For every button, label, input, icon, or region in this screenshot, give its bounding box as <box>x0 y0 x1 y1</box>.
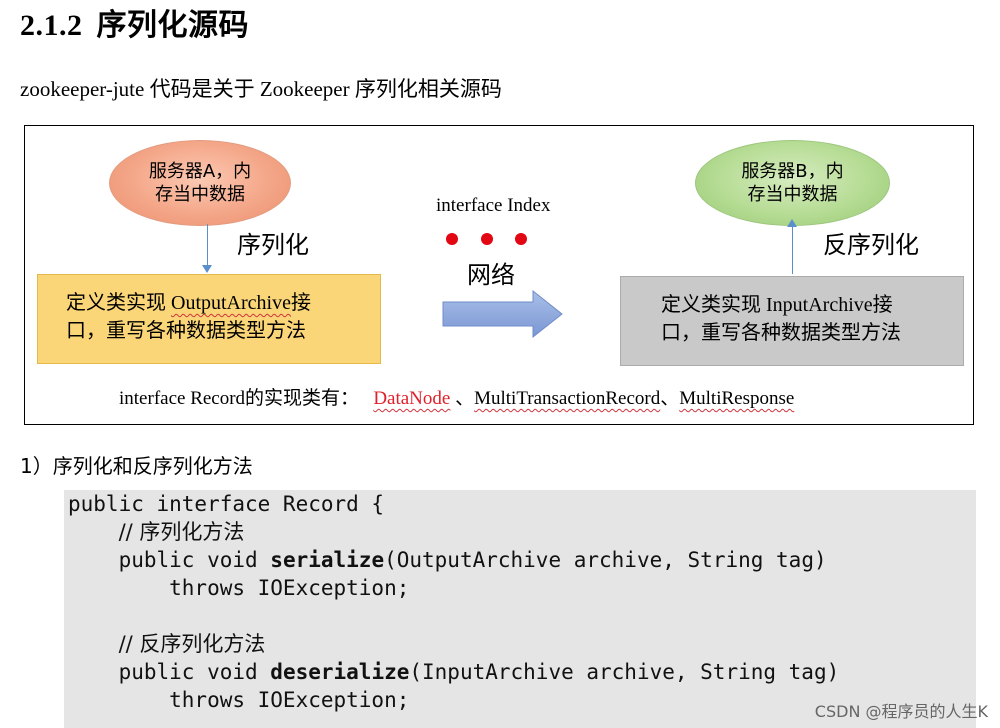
red-dot <box>481 233 493 245</box>
code-line <box>68 602 976 630</box>
datanode-class: DataNode <box>373 388 451 409</box>
network-arrow-icon <box>442 289 563 339</box>
section-number: 2.1.2 <box>20 9 83 42</box>
serialize-label: 序列化 <box>237 231 309 259</box>
serialization-diagram: 服务器A，内 存当中数据 序列化 定义类实现 OutputArchive接 口，… <box>24 125 974 425</box>
method-name: serialize <box>270 548 385 572</box>
record-prefix: interface Record的实现类有： <box>119 388 360 409</box>
interface-index-label: interface Index <box>436 195 551 216</box>
deserialize-label: 反序列化 <box>823 231 919 259</box>
output-archive-box: 定义类实现 OutputArchive接 口，重写各种数据类型方法 <box>37 274 381 364</box>
server-a-line1: 服务器A，内 <box>148 161 252 182</box>
method-name: deserialize <box>270 660 410 684</box>
box-a-suffix: 接 <box>290 292 311 314</box>
box-b-suffix: 接 <box>872 294 893 316</box>
methods-section-label: 1）序列化和反序列化方法 <box>20 454 253 478</box>
section-heading: 2.1.2 序列化源码 <box>20 4 249 48</box>
code-comment: // 反序列化方法 <box>118 632 266 656</box>
box-b-prefix: 定义类实现 <box>661 294 766 316</box>
csdn-watermark: CSDN @程序员的人生K <box>814 702 988 721</box>
input-archive-name: InputArchive <box>766 294 873 316</box>
section-title: 序列化源码 <box>96 8 249 43</box>
output-archive-name: OutputArchive <box>171 292 291 314</box>
code-line: public interface Record { <box>68 492 385 516</box>
network-label: 网络 <box>467 261 515 289</box>
record-implementations-line: interface Record的实现类有： DataNode 、MultiTr… <box>119 386 794 412</box>
multi-transaction-record-class: MultiTransactionRecord <box>474 388 661 409</box>
code-line: public void deserialize(InputArchive arc… <box>68 660 840 684</box>
server-a-line2: 存当中数据 <box>154 184 245 205</box>
input-archive-box: 定义类实现 InputArchive接 口，重写各种数据类型方法 <box>620 276 964 366</box>
code-comment: // 序列化方法 <box>118 520 245 544</box>
code-line: public void serialize(OutputArchive arch… <box>68 548 827 572</box>
separator: 、 <box>660 388 680 409</box>
server-b-line2: 存当中数据 <box>747 184 838 205</box>
serialize-down-arrow <box>202 224 212 273</box>
multi-response-class: MultiResponse <box>679 388 795 409</box>
server-b-ellipse: 服务器B，内 存当中数据 <box>695 140 890 226</box>
intro-paragraph: zookeeper-jute 代码是关于 Zookeeper 序列化相关源码 <box>20 77 502 101</box>
box-a-prefix: 定义类实现 <box>66 292 171 314</box>
box-b-line2: 口，重写各种数据类型方法 <box>661 322 901 344</box>
code-line: // 反序列化方法 <box>68 630 976 658</box>
code-line: // 序列化方法 <box>68 518 976 546</box>
box-a-line2: 口，重写各种数据类型方法 <box>66 320 306 342</box>
server-a-ellipse: 服务器A，内 存当中数据 <box>109 140 291 226</box>
code-block: public interface Record { // 序列化方法 publi… <box>64 490 976 728</box>
red-dot <box>515 233 527 245</box>
red-dot <box>446 233 458 245</box>
code-line: throws IOException; <box>68 576 410 600</box>
deserialize-up-arrow <box>787 219 797 274</box>
server-b-line1: 服务器B，内 <box>741 161 844 182</box>
separator: 、 <box>455 388 475 409</box>
code-line: throws IOException; <box>68 688 410 712</box>
